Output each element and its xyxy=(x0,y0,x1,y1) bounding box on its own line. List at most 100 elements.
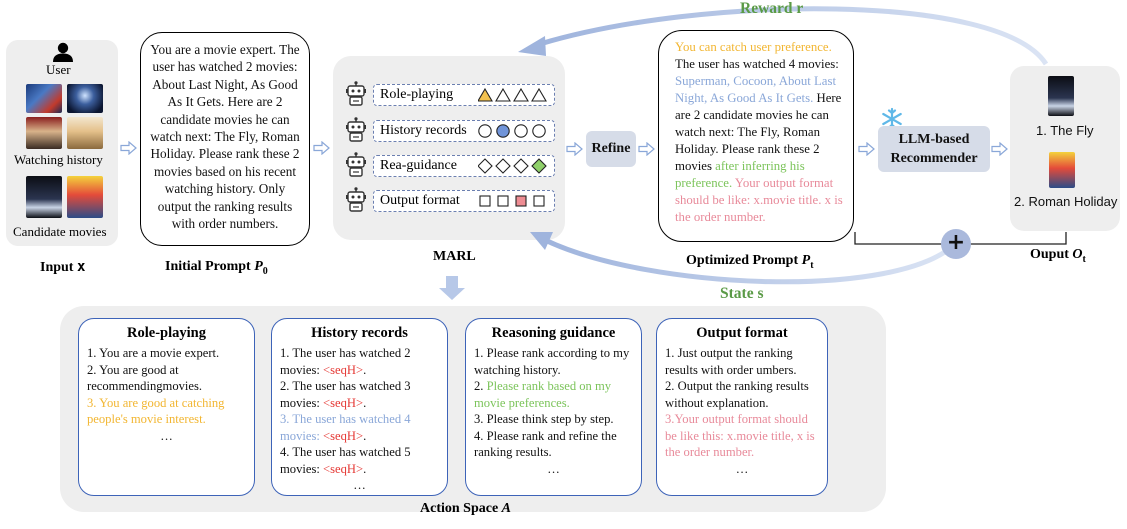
action-title-history-records: History records xyxy=(311,325,408,341)
optimized-prompt-history: Superman, Cocoon, About Last Night, As G… xyxy=(675,74,837,105)
agent-label: Output format xyxy=(380,193,460,208)
action-box-reasoning-guidance: Reasoning guidance 1. Please rank accord… xyxy=(465,318,642,496)
agent-action-circle xyxy=(514,124,528,138)
refine-button: Refine xyxy=(586,131,636,167)
robot-agent-icon xyxy=(346,117,366,142)
watching-history-label: Watching history xyxy=(14,152,103,167)
user-label: User xyxy=(46,62,71,77)
optimized-prompt-role: You can catch user preference. xyxy=(675,40,832,54)
action-box-history-records: History records 1. The user has watched … xyxy=(271,318,448,496)
agent-row-history-records: History records xyxy=(373,120,555,142)
reward-label: Reward r xyxy=(740,0,804,17)
guidance-option-4: 4. Please rank and refine the ranking re… xyxy=(474,428,617,460)
optimized-prompt-format: Your output format should be like: x.mov… xyxy=(675,176,843,224)
history-option-1: 1. The user has watched 2 movies: <seqH>… xyxy=(280,346,411,377)
agent-action-square xyxy=(533,195,545,207)
initial-prompt-bubble: You are a movie expert. The user has wat… xyxy=(140,32,310,246)
history-more: … xyxy=(353,478,366,492)
arrow-recommender-to-output xyxy=(991,142,1008,156)
optimized-prompt-guidance: after inferring his preference. xyxy=(675,159,805,190)
reward-arc xyxy=(539,6,1049,66)
role-option-2: 2. You are good at recommendingmovies. xyxy=(87,362,203,394)
agent-row-output-format: Output format xyxy=(373,190,555,212)
agent-row-rea-guidance: Rea-guidance xyxy=(373,155,555,177)
agent-action-circle xyxy=(496,124,510,138)
action-box-output-format: Output format 1. Just output the ranking… xyxy=(656,318,828,496)
agent-action-circle xyxy=(478,124,492,138)
agent-action-square xyxy=(497,195,509,207)
agent-action-diamond xyxy=(495,158,511,174)
agent-action-shapes xyxy=(478,124,546,138)
agent-action-diamond xyxy=(478,158,493,174)
optimized-prompt-bubble: You can catch user preference. The user … xyxy=(658,30,854,242)
agent-action-shapes xyxy=(479,195,545,207)
action-body-history-records: 1. The user has watched 2 movies: <seqH>… xyxy=(280,345,439,494)
format-option-3: 3.Your output format should be like this… xyxy=(665,412,815,459)
movie-poster-cocoon xyxy=(67,84,103,113)
action-title-output-format: Output format xyxy=(696,325,788,341)
llm-recommender-box: LLM-based Recommender xyxy=(878,126,990,172)
robot-agent-icon xyxy=(346,187,366,212)
output-item-2: 2. Roman Holiday xyxy=(1014,194,1118,209)
format-option-1: 1. Just output the ranking results with … xyxy=(665,346,797,377)
guidance-option-3: 3. Please think step by step. xyxy=(474,412,614,426)
arrow-prompt-to-marl xyxy=(313,141,330,155)
history-option-3: 3. The user has watched 4 movies: <seqH>… xyxy=(280,412,411,443)
action-body-role-playing: 1. You are a movie expert. 2. You are go… xyxy=(87,345,246,444)
output-item-1: 1. The Fly xyxy=(1036,123,1094,138)
movie-poster-roman-holiday xyxy=(67,176,103,218)
initial-prompt-caption: Initial Prompt P0 xyxy=(165,259,268,277)
arrow-marl-to-action-space xyxy=(439,276,465,300)
guidance-more: … xyxy=(547,461,560,476)
agent-action-shapes xyxy=(478,87,547,102)
reward-arrowhead xyxy=(518,36,546,56)
agent-action-triangle xyxy=(478,87,493,102)
arrow-refine-to-optimized xyxy=(638,142,655,156)
agent-label: History records xyxy=(380,123,467,138)
output-poster-the-fly xyxy=(1048,76,1074,116)
state-label: State s xyxy=(720,285,764,302)
agent-action-circle xyxy=(532,124,546,138)
plus-icon: + xyxy=(941,229,971,259)
movie-poster-the-fly xyxy=(26,176,62,218)
user-icon xyxy=(53,42,73,62)
arrow-optimized-to-recommender xyxy=(858,142,875,156)
candidate-movies-label: Candidate movies xyxy=(13,224,107,239)
agent-action-square xyxy=(515,195,527,207)
agent-action-triangle xyxy=(531,87,547,102)
action-title-reasoning-guidance: Reasoning guidance xyxy=(491,325,616,341)
output-caption: Ouput Ot xyxy=(1030,247,1086,265)
agent-action-diamond xyxy=(531,158,547,174)
input-caption: Input x xyxy=(40,259,86,275)
format-option-2: 2. Output the ranking results without ex… xyxy=(665,379,809,410)
optimized-prompt-part2: Here are 2 candidate movies he can watch… xyxy=(675,91,842,173)
robot-agent-icon xyxy=(346,152,366,177)
agent-action-triangle xyxy=(495,87,511,102)
marl-caption: MARL xyxy=(433,249,476,264)
output-poster-roman-holiday xyxy=(1049,152,1075,188)
agent-action-triangle xyxy=(513,87,529,102)
agent-action-diamond xyxy=(513,158,529,174)
format-more: … xyxy=(735,461,749,476)
action-space-caption: Action Space A xyxy=(420,501,512,516)
action-body-reasoning-guidance: 1. Please rank according to my watching … xyxy=(474,345,633,477)
action-box-role-playing: Role-playing 1. You are a movie expert. … xyxy=(78,318,255,496)
optimized-prompt-text: You can catch user preference. The user … xyxy=(675,39,843,226)
agent-action-square xyxy=(479,195,491,207)
role-more: … xyxy=(160,428,173,443)
optimized-prompt-caption: Optimized Prompt Pt xyxy=(686,253,814,271)
role-option-1: 1. You are a movie expert. xyxy=(87,346,220,360)
optimized-prompt-part1: The user has watched 4 movies: xyxy=(675,57,839,71)
movie-poster-as-good-as-it-gets xyxy=(67,117,103,149)
state-arc xyxy=(543,237,958,285)
agent-label: Rea-guidance xyxy=(380,158,457,173)
movie-poster-superman xyxy=(26,84,62,113)
movie-poster-about-last-night xyxy=(26,117,62,149)
guidance-option-1: 1. Please rank according to my watching … xyxy=(474,346,630,377)
arrow-input-to-prompt xyxy=(120,141,137,155)
agent-action-shapes xyxy=(478,158,547,174)
guidance-option-2: 2. Please rank based on my movie prefere… xyxy=(474,379,612,410)
initial-prompt-text: You are a movie expert. The user has wat… xyxy=(150,42,300,232)
history-option-2: 2. The user has watched 3 movies: <seqH>… xyxy=(280,379,411,410)
